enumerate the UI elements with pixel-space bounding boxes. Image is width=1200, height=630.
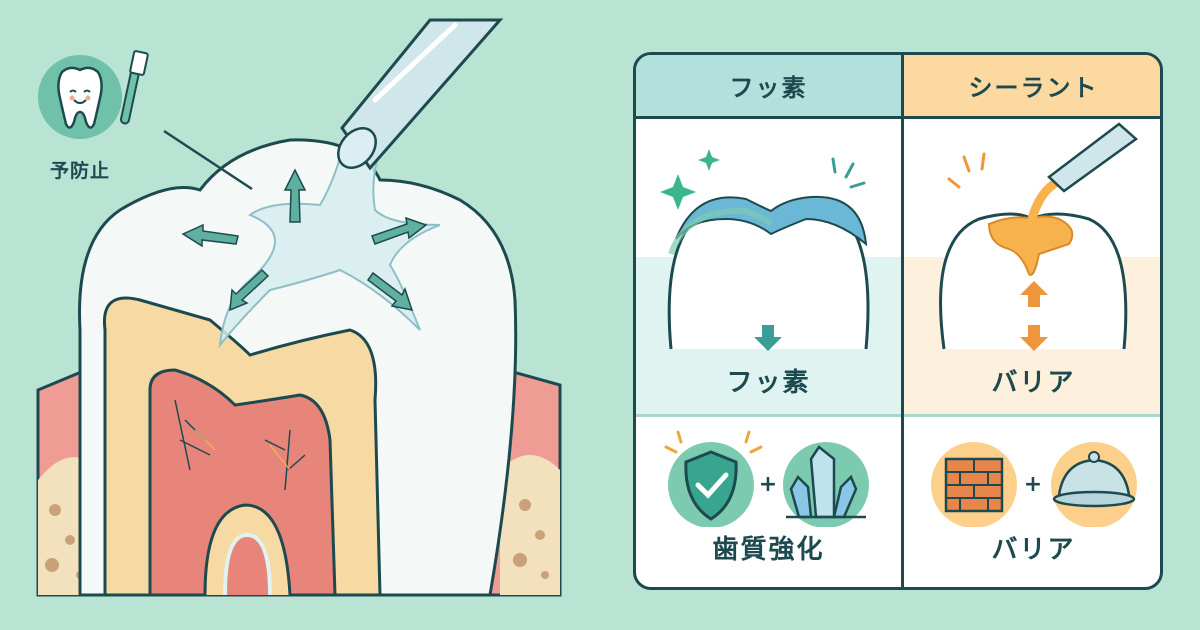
- arrow-down-icon: [1020, 325, 1048, 351]
- applicator-icon: [1047, 122, 1138, 193]
- comparison-table: フッ素 フッ素: [633, 52, 1163, 590]
- arrow-down-icon: [754, 325, 782, 351]
- sparkle-icon: [660, 149, 720, 210]
- smiling-tooth-icon: [57, 66, 103, 129]
- toothbrush-icon: [120, 50, 149, 125]
- column-header-sealant: シーラント: [904, 55, 1160, 119]
- badge-pointer-line: [163, 129, 253, 191]
- badge-label: 予防止: [50, 160, 111, 182]
- effect-label-fluoride: フッ素: [726, 368, 811, 398]
- plus-sign: +: [1024, 472, 1042, 497]
- column-header-fluoride: フッ素: [636, 55, 901, 119]
- effect-cell-fluoride: フッ素: [636, 119, 901, 417]
- benefit-label-fluoride: 歯質強化: [712, 535, 825, 565]
- shield-check-icon: [664, 430, 763, 527]
- benefit-cell-sealant: + バリア: [904, 417, 1160, 587]
- sealant-flow: [218, 138, 441, 349]
- tooth-cross-section-illustration: [36, 18, 562, 597]
- benefit-cell-fluoride: + 歯質強化: [636, 417, 901, 587]
- benefit-label-sealant: バリア: [991, 535, 1076, 565]
- plus-sign: +: [759, 472, 777, 497]
- column-fluoride: フッ素 フッ素: [636, 55, 901, 587]
- crystal-icon: [783, 442, 869, 527]
- effect-label-sealant: バリア: [991, 368, 1076, 398]
- prevention-badge: [38, 50, 149, 139]
- fluoride-coated-tooth-icon: [660, 149, 870, 351]
- nozzle: [337, 18, 504, 171]
- sealant-tooth-icon: [939, 122, 1138, 351]
- arrow-up-icon: [1020, 281, 1048, 307]
- pulp: [148, 368, 337, 597]
- spread-arrows: [181, 168, 428, 312]
- dome-cover-icon: [1051, 442, 1137, 527]
- brick-wall-icon: [931, 442, 1017, 527]
- effect-cell-sealant: バリア: [904, 119, 1160, 417]
- column-sealant: シーラント バリア: [901, 55, 1160, 587]
